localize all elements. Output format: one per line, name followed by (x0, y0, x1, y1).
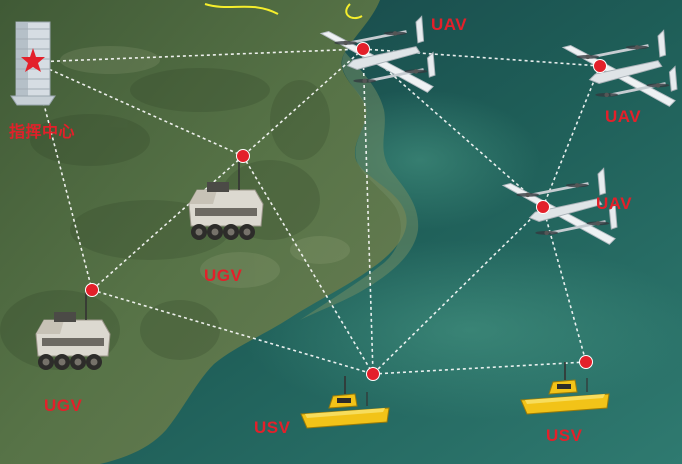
border-line (204, 3, 279, 15)
ugv-label-2: UGV (44, 396, 83, 415)
node-layer (85, 42, 607, 381)
usv-label-2: USV (546, 426, 583, 445)
node-marker-uav_2 (593, 59, 607, 73)
uav-label-3: UAV (596, 194, 633, 213)
link-uav_1-uav_2 (362, 48, 601, 67)
link-command-uav_1 (32, 48, 364, 63)
link-ugv_2-usv_1 (91, 289, 374, 375)
ground-robot-icon (188, 162, 264, 240)
link-uav_1-usv_1 (362, 48, 374, 375)
link-uav_1-uav_3 (362, 48, 544, 208)
node-marker-uav_1 (356, 42, 370, 56)
surface-vessel-icon (520, 362, 610, 415)
uav-label-1: UAV (431, 15, 468, 34)
ugv-label-1: UGV (204, 266, 243, 285)
link-ugv_1-usv_1 (242, 155, 374, 375)
coastal-flats (300, 52, 419, 320)
link-uav_2-uav_3 (542, 65, 601, 208)
node-marker-usv_1 (366, 367, 380, 381)
link-uav_1-ugv_1 (242, 48, 364, 157)
terrain-texture (60, 46, 350, 288)
shallow-water (240, 240, 682, 420)
node-marker-ugv_1 (236, 149, 250, 163)
link-uav_3-usv_1 (372, 206, 544, 375)
icon-layer (10, 15, 678, 429)
border-line (345, 3, 363, 20)
vtol-drone-icon (501, 167, 618, 245)
vtol-drone-icon (319, 15, 436, 93)
command-tower-icon (10, 21, 56, 106)
link-command-ugv_1 (32, 61, 244, 157)
surface-vessel-icon (300, 376, 390, 429)
node-marker-uav_3 (536, 200, 550, 214)
link-ugv_1-ugv_2 (91, 155, 244, 291)
usv-label-1: USV (254, 418, 291, 437)
ground-robot-icon (35, 292, 111, 370)
node-marker-usv_2 (579, 355, 593, 369)
uav-label-2: UAV (605, 107, 642, 126)
command-center-label: 指挥中心 (9, 124, 76, 141)
vtol-drone-icon (561, 29, 678, 107)
node-marker-ugv_2 (85, 283, 99, 297)
